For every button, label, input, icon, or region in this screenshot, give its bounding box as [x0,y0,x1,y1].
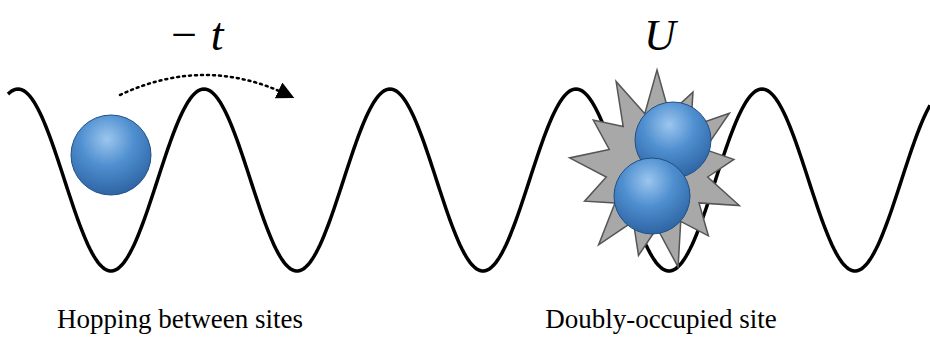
caption-text: Doubly-occupied site [545,306,777,333]
hopping-arrow [120,75,288,95]
caption-text: Hopping between sites [57,306,303,333]
interaction-label: U [644,14,676,58]
hopping-label: − t [168,12,223,58]
particle [614,158,690,234]
potential-curve [8,89,930,271]
interaction-burst [570,70,740,267]
particle [71,115,151,195]
